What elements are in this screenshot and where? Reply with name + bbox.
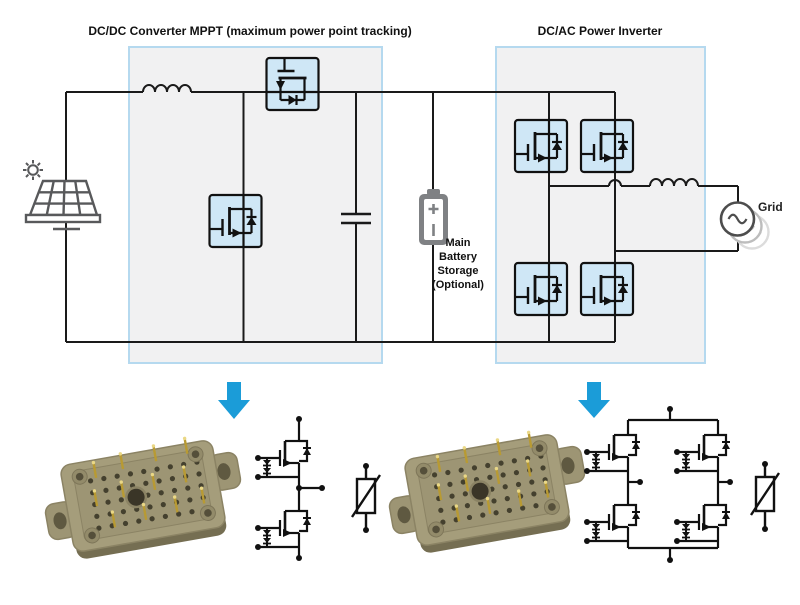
output-inductor-icon xyxy=(649,178,699,187)
input-inductor-icon xyxy=(142,84,192,93)
mppt-title: DC/DC Converter MPPT (maximum power poin… xyxy=(88,24,412,38)
sun-icon xyxy=(23,160,43,180)
mosfet-highside-icon xyxy=(265,56,320,112)
varistor-icon-2 xyxy=(750,461,780,532)
battery-label-line: Main xyxy=(445,237,471,249)
down-arrow-icon-left xyxy=(218,382,250,419)
grid-label: Grid xyxy=(758,200,783,214)
inverter-title: DC/AC Power Inverter xyxy=(537,24,663,38)
varistor-icon-1 xyxy=(351,463,381,533)
battery-label-line: Battery xyxy=(439,251,477,263)
power-module-photo-2 xyxy=(381,422,594,558)
power-module-photo-1 xyxy=(37,428,250,564)
battery-icon xyxy=(419,189,448,245)
battery-label-line: (Optional) xyxy=(432,279,484,291)
battery-label-line: Storage xyxy=(437,265,479,277)
down-arrow-icon-right xyxy=(578,382,610,418)
capacitor-icon xyxy=(341,212,371,225)
solar-panel-icon xyxy=(23,160,102,231)
half-bridge-schematic xyxy=(253,416,325,561)
grid-ac-source-icon xyxy=(719,201,770,250)
inverter-mosfet-1-icon xyxy=(513,118,569,174)
full-bridge-schematic xyxy=(582,406,733,563)
inverter-mosfet-2-icon xyxy=(579,118,635,174)
mosfet-lowside-icon xyxy=(208,193,263,249)
inverter-mosfet-4-icon xyxy=(579,261,635,317)
circuit-wires xyxy=(65,91,739,343)
inverter-mosfet-3-icon xyxy=(513,261,569,317)
battery-storage-label: Main Battery Storage (Optional) xyxy=(418,236,498,292)
